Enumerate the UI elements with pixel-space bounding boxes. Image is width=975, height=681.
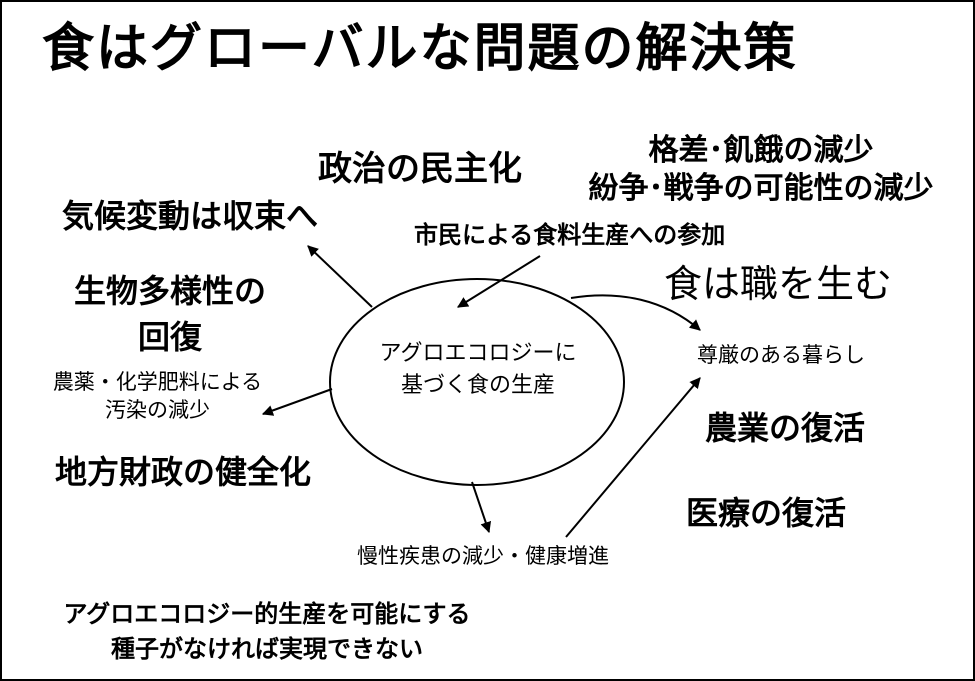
biodiversity-line2: 回復	[137, 318, 202, 357]
health-label: 慢性疾患の減少・健康増進	[357, 544, 609, 568]
pollution-label: 農薬・化学肥料による 汚染の減少	[25, 368, 290, 425]
pollution-line2: 汚染の減少	[105, 398, 210, 423]
seed-note-line2: 種子がなければ実現できない	[111, 634, 423, 663]
arrow-health-to-dignity	[565, 377, 701, 538]
medical-label: 医療の復活	[686, 494, 847, 532]
arrow-to-climate	[307, 245, 373, 308]
pollution-line1: 農薬・化学肥料による	[52, 370, 263, 394]
center-ellipse	[329, 278, 625, 486]
arrow-from-participation	[457, 255, 541, 308]
biodiversity-label: 生物多様性の 回復	[55, 268, 285, 361]
seed-note-line1: アグロエコロジー的生産を可能にする	[63, 600, 471, 628]
arrow-to-pollution	[261, 388, 333, 416]
center-label: アグロエコロジーに 基づく食の生産	[340, 338, 616, 402]
arrow-to-jobs	[570, 294, 701, 331]
agriculture-label: 農業の復活	[705, 409, 866, 447]
center-label-line1: アグロエコロジーに	[379, 341, 577, 366]
inequality-line1: 格差･飢餓の減少	[648, 133, 874, 168]
center-label-line2: 基づく食の生産	[400, 372, 555, 398]
page-title: 食はグローバルな問題の解決策	[42, 19, 798, 79]
biodiversity-line1: 生物多様性の	[73, 272, 266, 310]
dignity-label: 尊厳のある暮らし	[697, 343, 865, 367]
finance-label: 地方財政の健全化	[55, 453, 312, 491]
jobs-label: 食は職を生む	[664, 262, 893, 306]
seed-note: アグロエコロジー的生産を可能にする 種子がなければ実現できない	[28, 597, 506, 667]
participation-label: 市民による食料生産への参加	[414, 221, 726, 249]
inequality-label: 格差･飢餓の減少 紛争･戦争の可能性の減少	[572, 132, 950, 209]
climate-label: 気候変動は収束へ	[62, 197, 319, 235]
inequality-line2: 紛争･戦争の可能性の減少	[588, 171, 934, 207]
politics-label: 政治の民主化	[318, 149, 522, 189]
arrow-to-health	[471, 481, 492, 534]
